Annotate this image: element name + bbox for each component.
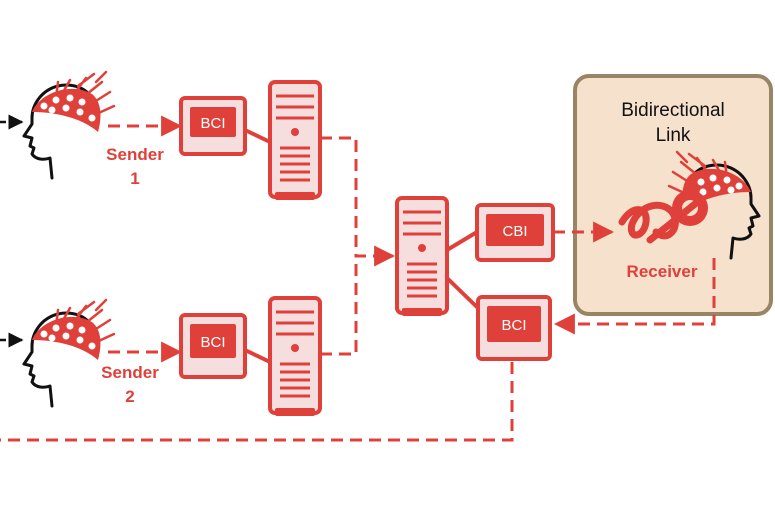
sender-2-number: 2 xyxy=(125,387,134,406)
bidirectional-title: Bidirectional xyxy=(621,100,725,121)
bidirectional-subtitle: Link xyxy=(656,125,691,146)
sender-1-computer-tower-icon xyxy=(268,80,322,202)
receiver-label: Receiver xyxy=(627,262,698,281)
tms-coil-icon xyxy=(618,190,708,244)
sender-2-label: Sender xyxy=(101,363,159,382)
tower-2-to-central-line xyxy=(320,256,358,356)
sender-2-bci-monitor: BCI xyxy=(179,313,271,379)
sender-2-computer-tower-icon xyxy=(268,296,322,418)
tower-1-to-central-arrow xyxy=(320,136,396,267)
sender-2-bci-label: BCI xyxy=(200,334,225,351)
central-cbi-monitor: CBI xyxy=(445,203,555,262)
sender-1-head-icon xyxy=(22,70,116,180)
sender-1-bci-monitor: BCI xyxy=(179,96,271,156)
bidirectional-link-panel: Bidirectional Link xyxy=(573,74,773,316)
central-cbi-label: CBI xyxy=(502,223,527,240)
sender-1-label: Sender xyxy=(106,145,164,164)
central-bci-label: BCI xyxy=(501,317,526,334)
central-computer-tower-icon xyxy=(395,196,449,318)
sender-1-bci-label: BCI xyxy=(200,115,225,132)
receiver-to-bci-arrow xyxy=(553,258,716,335)
sender-2-head-icon xyxy=(22,298,116,408)
sender-1-number: 1 xyxy=(130,169,139,188)
central-bci-monitor: BCI xyxy=(445,276,552,361)
feedback-to-senders-line xyxy=(0,362,514,442)
